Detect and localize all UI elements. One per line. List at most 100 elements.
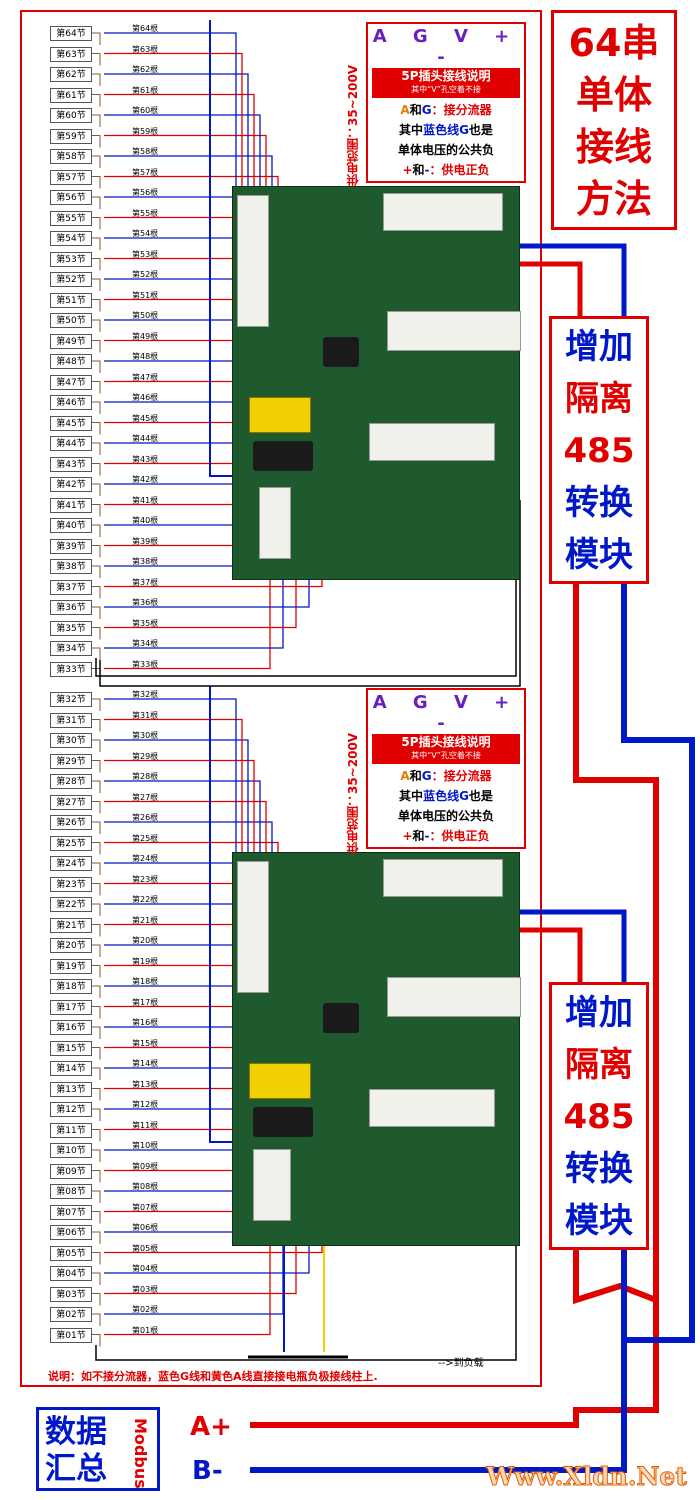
cell-link <box>92 463 101 476</box>
battery-cell: 第04节 <box>50 1266 92 1281</box>
bus-a-drop <box>573 1240 658 1305</box>
cell-link <box>92 1108 101 1121</box>
cell-link <box>92 258 101 271</box>
wire-label: 第60根 <box>132 106 159 115</box>
wire-label: 第62根 <box>132 65 159 74</box>
wire-label: 第47根 <box>132 372 159 382</box>
battery-cell: 第03节 <box>50 1286 92 1302</box>
wire-label: 第28根 <box>132 772 159 781</box>
wire-label: 第64根 <box>132 24 159 33</box>
battery-cell: 第51节 <box>50 292 92 308</box>
cell-link <box>92 883 101 896</box>
wire-label: 第21根 <box>132 915 159 925</box>
wire-label: 第34根 <box>132 639 159 648</box>
wire-label: 第27根 <box>132 792 159 802</box>
wire-label: 第61根 <box>132 85 159 95</box>
battery-cell: 第38节 <box>50 559 92 574</box>
cell-link <box>92 1129 101 1142</box>
wire-label: 第63根 <box>132 44 159 54</box>
sense-wire <box>104 698 237 862</box>
cell-link <box>92 1334 101 1347</box>
battery-cell: 第12节 <box>50 1102 92 1117</box>
cell-link <box>92 739 101 752</box>
note-line-blue-g: 其中蓝色线G也是 <box>399 789 493 803</box>
wire-label: 第40根 <box>132 516 159 525</box>
battery-cell: 第47节 <box>50 374 92 390</box>
wire-label: 第13根 <box>132 1079 159 1089</box>
sense-wire <box>104 821 273 862</box>
cell-link <box>92 73 101 86</box>
battery-cell: 第23节 <box>50 876 92 892</box>
sense-wire <box>104 780 261 862</box>
cell-link <box>92 360 101 373</box>
cell-link <box>92 821 101 834</box>
plug-note-bottom: A G V + - 5P插头接线说明其中“V”孔空着不接 A和G：接分流器 其中… <box>366 688 526 849</box>
power-connector-bottom <box>253 1149 291 1221</box>
sense-wire <box>104 114 261 196</box>
battery-cell: 第19节 <box>50 958 92 974</box>
cell-link <box>92 924 101 937</box>
cell-link <box>92 944 101 957</box>
module-line: 隔离 <box>565 1045 633 1085</box>
cell-link <box>92 32 101 45</box>
cell-link <box>92 545 101 558</box>
battery-cell: 第56节 <box>50 190 92 205</box>
bus-b-label: B- <box>192 1456 223 1486</box>
wire-label: 第52根 <box>132 270 159 279</box>
module-line: 增加 <box>565 327 633 367</box>
battery-cell: 第16节 <box>50 1020 92 1035</box>
cell-link <box>92 647 101 660</box>
battery-cell: 第30节 <box>50 733 92 748</box>
cell-link <box>92 524 101 537</box>
wire-label: 第30根 <box>132 731 159 740</box>
module-line: 转换 <box>565 1149 633 1189</box>
transformer-bottom <box>249 1063 311 1099</box>
cell-link <box>92 801 101 814</box>
rs485-a-link <box>500 261 583 316</box>
cell-link <box>92 780 101 793</box>
cell-link <box>92 422 101 435</box>
battery-cell: 第42节 <box>50 477 92 492</box>
battery-cell: 第37节 <box>50 579 92 595</box>
battery-cell: 第52节 <box>50 272 92 287</box>
cell-link <box>92 1252 101 1265</box>
battery-cell: 第27节 <box>50 794 92 810</box>
battery-cell: 第18节 <box>50 979 92 994</box>
cell-link <box>92 985 101 998</box>
cell-link <box>92 483 101 496</box>
battery-cell: 第36节 <box>50 600 92 615</box>
bms-board-bottom <box>232 852 521 1246</box>
battery-cell: 第07节 <box>50 1204 92 1220</box>
cell-link <box>92 237 101 250</box>
battery-cell: 第44节 <box>50 436 92 451</box>
rs485-a-link <box>500 927 583 982</box>
wire-label: 第56根 <box>132 188 159 197</box>
module-line: 485 <box>563 1097 635 1137</box>
wire-label: 第17根 <box>132 997 159 1007</box>
note-line-common-negative: 单体电压的公共负 <box>397 143 494 157</box>
connector-top-right-2 <box>387 311 521 351</box>
title-line: 接线 <box>575 125 652 169</box>
wire-label: 第41根 <box>132 495 159 505</box>
battery-cell: 第22节 <box>50 897 92 912</box>
wire-label: 第18根 <box>132 977 159 986</box>
cell-link <box>92 1026 101 1039</box>
battery-cell: 第40节 <box>50 518 92 533</box>
cell-link <box>92 442 101 455</box>
voltage-range-bottom: 供电范围：35~200V <box>346 732 360 854</box>
rs485-b-link <box>500 909 627 982</box>
wire-label: 第31根 <box>132 710 159 720</box>
cell-link <box>92 627 101 640</box>
cell-link <box>92 94 101 107</box>
battery-cell: 第62节 <box>50 67 92 82</box>
battery-cell: 第09节 <box>50 1163 92 1179</box>
plug-letters: A G V + - <box>372 26 520 68</box>
rs485-module-bottom: 增加 隔离 485 转换 模块 <box>549 982 649 1250</box>
capacitor-bottom-1 <box>323 1003 359 1033</box>
sense-wire <box>104 73 249 196</box>
sense-wire <box>104 800 267 862</box>
wire-label: 第33根 <box>132 659 159 669</box>
connector-bottom-right-2 <box>387 977 521 1017</box>
battery-cell: 第29节 <box>50 753 92 769</box>
wire-label: 第54根 <box>132 229 159 238</box>
